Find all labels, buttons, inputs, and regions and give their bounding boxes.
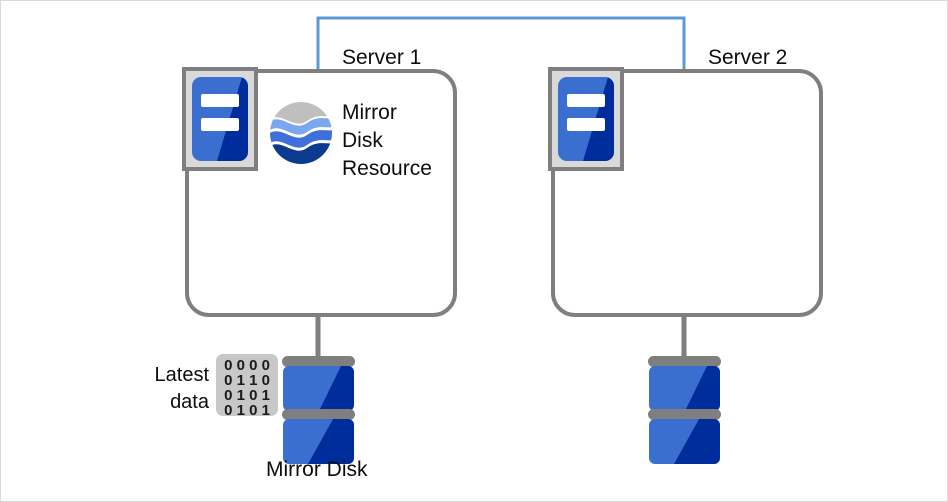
mirror-disk-resource-line-2: Disk (342, 129, 383, 152)
server2-label: Server 2 (708, 46, 788, 69)
binary-row-2: 0 1 1 0 (224, 372, 270, 389)
binary-row-3: 0 1 0 1 (224, 387, 270, 404)
server-icon (548, 67, 624, 171)
binary-row-1: 0 0 0 0 (224, 357, 270, 374)
mirror-disk-resource-line-1: Mirror (342, 101, 397, 124)
mirror-disk-label: Mirror Disk (266, 458, 368, 481)
binary-data-icon (216, 354, 278, 416)
disk-stack-icon (648, 356, 721, 464)
disk-stack-icon (282, 356, 355, 464)
latest-data-line-1: Latest (154, 364, 209, 386)
binary-data-digits: 0 0 0 0 0 1 1 0 0 1 0 1 0 1 0 1 (216, 354, 278, 419)
mirror-disk-resource-line-3: Resource (342, 157, 432, 180)
globe-icon (270, 102, 332, 164)
server1-label: Server 1 (342, 46, 422, 69)
latest-data-line-2: data (170, 391, 209, 413)
server-icon (182, 67, 258, 171)
mirror-link-connector (316, 16, 686, 73)
binary-row-4: 0 1 0 1 (224, 402, 270, 419)
